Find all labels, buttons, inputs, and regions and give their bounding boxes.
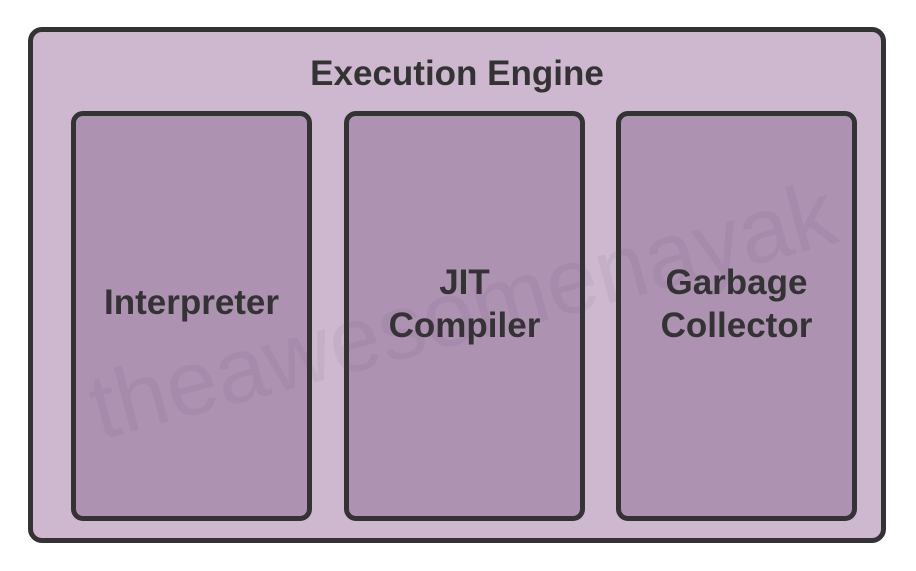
jit-compiler-label: JIT Compiler	[388, 262, 541, 345]
execution-engine-container: Execution Engine Interpreter JIT Compile…	[28, 27, 886, 543]
garbage-collector-box: Garbage Collector	[616, 111, 857, 521]
interpreter-box: Interpreter	[71, 111, 312, 521]
garbage-collector-label: Garbage Collector	[660, 262, 813, 345]
interpreter-label: Interpreter	[103, 283, 280, 323]
execution-engine-title: Execution Engine	[310, 54, 604, 93]
jit-compiler-box: JIT Compiler	[344, 111, 585, 521]
